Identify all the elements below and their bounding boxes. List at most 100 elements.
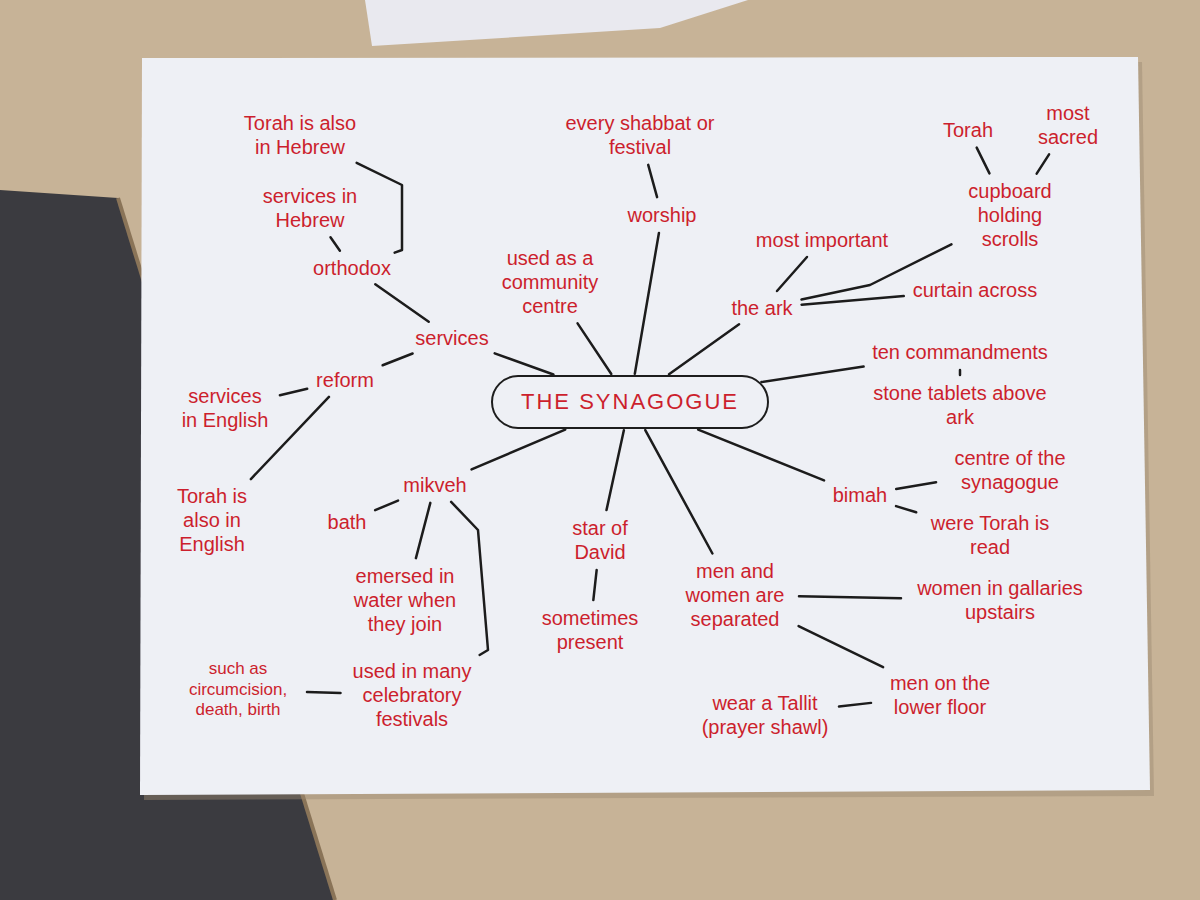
node-text: Torah xyxy=(943,118,993,142)
node-text: centre of the synagogue xyxy=(945,446,1075,494)
mind-map-branch: used as a community centre xyxy=(483,244,618,320)
node-text: curtain across xyxy=(913,278,1038,302)
mind-map-branch: services xyxy=(410,324,493,352)
node-text: emersed in water when they join xyxy=(348,564,463,636)
other-sheet xyxy=(365,0,748,46)
node-text: star of David xyxy=(555,516,645,564)
branch-line xyxy=(698,430,824,481)
branch-line xyxy=(761,367,863,382)
mind-map-branch: men and women are separated xyxy=(675,557,795,633)
mind-map-branch: Torah is also in English xyxy=(157,482,267,558)
mind-map-branch: bimah xyxy=(828,481,892,509)
node-text: services in Hebrew xyxy=(258,184,363,232)
node-text: services in English xyxy=(179,384,271,432)
branch-line xyxy=(383,353,413,365)
branch-line xyxy=(669,324,739,374)
branch-line xyxy=(578,323,612,374)
branch-line xyxy=(839,703,871,707)
node-text: ten commandments xyxy=(872,340,1048,364)
central-oval: THE SYNAGOGUE xyxy=(491,375,769,429)
mind-map-branch: stone tablets above ark xyxy=(858,379,1063,431)
branch-line xyxy=(307,691,341,694)
branch-line xyxy=(799,626,884,667)
node-text: Torah is also in English xyxy=(162,484,262,556)
branch-line xyxy=(959,370,962,375)
node-text: services xyxy=(415,326,488,350)
mind-map-branch: emersed in water when they join xyxy=(343,562,468,638)
mind-map-branch: men on the lower floor xyxy=(875,669,1005,721)
node-text: most important xyxy=(756,228,888,252)
mind-map-branch: reform xyxy=(311,366,379,394)
node-text: most sacred xyxy=(1028,101,1108,149)
mind-map-branch: orthodox xyxy=(308,254,396,282)
branch-line xyxy=(977,148,990,174)
mind-map-branch: the ark xyxy=(726,294,797,322)
mind-map-branch: most important xyxy=(751,226,893,254)
node-text: sometimes present xyxy=(535,606,645,654)
node-text: bath xyxy=(328,510,367,534)
node-text: used in many celebratory festivals xyxy=(350,659,475,731)
branch-line xyxy=(799,596,901,598)
branch-line xyxy=(416,503,430,558)
branch-line xyxy=(1037,154,1049,173)
node-text: THE SYNAGOGUE xyxy=(521,389,739,415)
branch-line xyxy=(451,502,488,655)
node-text: men and women are separated xyxy=(680,559,790,631)
node-text: mikveh xyxy=(403,473,466,497)
mind-map-branch: curtain across xyxy=(908,276,1043,304)
mind-map-branch: every shabbat or festival xyxy=(550,109,730,161)
mind-map-branch: women in gallaries upstairs xyxy=(905,574,1095,626)
node-text: were Torah is read xyxy=(925,511,1055,559)
node-text: bimah xyxy=(833,483,887,507)
mind-map-branch: were Torah is read xyxy=(920,509,1060,561)
branch-line xyxy=(357,163,402,253)
node-text: used as a community centre xyxy=(488,246,613,318)
mind-map-branch: bath xyxy=(323,508,372,536)
node-text: stone tablets above ark xyxy=(863,381,1058,429)
node-text: the ark xyxy=(731,296,792,320)
mind-map-branch: cupboard holding scrolls xyxy=(955,177,1065,253)
node-text: reform xyxy=(316,368,374,392)
branch-line xyxy=(472,430,566,470)
node-text: women in gallaries upstairs xyxy=(910,576,1090,624)
mind-map-branch: sometimes present xyxy=(530,604,650,656)
branch-line xyxy=(375,501,398,511)
branch-line xyxy=(635,233,659,374)
branch-line xyxy=(777,257,807,291)
node-text: Torah is also in Hebrew xyxy=(238,111,363,159)
branch-line xyxy=(607,430,624,510)
branch-line xyxy=(495,353,554,374)
node-text: orthodox xyxy=(313,256,391,280)
mind-map-branch: Torah is also in Hebrew xyxy=(233,109,368,161)
branch-line xyxy=(896,482,936,489)
mind-map-branch: centre of the synagogue xyxy=(940,444,1080,496)
mind-map-branch: such as circumcision, death, birth xyxy=(173,657,303,722)
mind-map-branch: mikveh xyxy=(398,471,471,499)
node-text: worship xyxy=(628,203,697,227)
mind-map-branch: services in English xyxy=(174,382,276,434)
mind-map-branch: Torah xyxy=(938,116,998,144)
branch-line xyxy=(802,296,904,305)
mind-map-branch: most sacred xyxy=(1023,99,1113,151)
mind-map-branch: services in Hebrew xyxy=(253,182,368,234)
branch-line xyxy=(330,237,339,250)
branch-line xyxy=(645,430,712,553)
node-text: such as circumcision, death, birth xyxy=(178,659,298,720)
branch-line xyxy=(593,570,596,600)
mind-map-branch: worship xyxy=(623,201,702,229)
mind-map-branch: star of David xyxy=(550,514,650,566)
node-text: wear a Tallit (prayer shawl) xyxy=(700,691,830,739)
branch-line xyxy=(896,506,916,512)
mind-map-branch: wear a Tallit (prayer shawl) xyxy=(695,689,835,741)
node-text: cupboard holding scrolls xyxy=(960,179,1060,251)
paper-sheet xyxy=(140,57,1150,795)
mind-map-branch: ten commandments xyxy=(867,338,1053,366)
node-text: every shabbat or festival xyxy=(555,111,725,159)
branch-line xyxy=(648,165,657,197)
mind-map-branch: used in many celebratory festivals xyxy=(345,657,480,733)
branch-line xyxy=(280,389,307,395)
branch-line xyxy=(375,284,428,321)
node-text: men on the lower floor xyxy=(880,671,1000,719)
